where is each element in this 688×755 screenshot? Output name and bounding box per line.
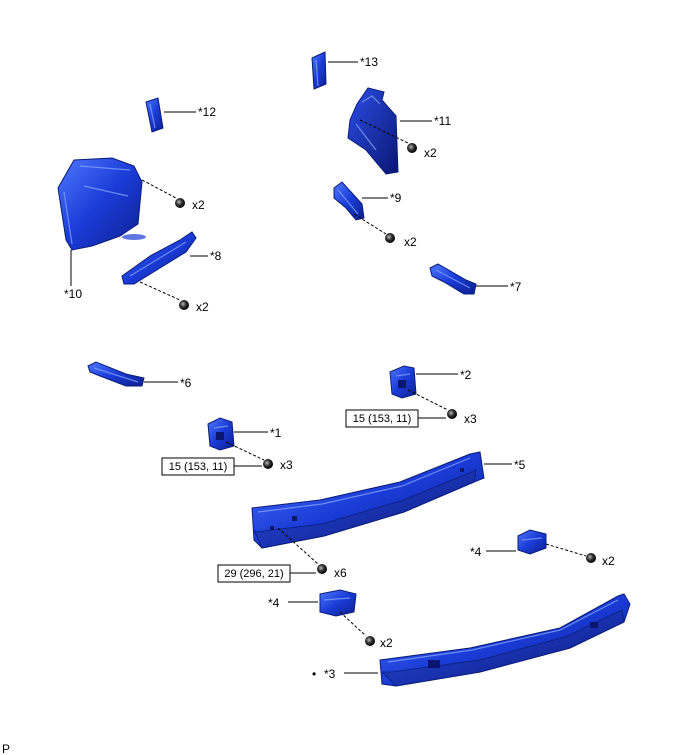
dash-9 [353, 213, 387, 235]
dash-8 [139, 281, 181, 301]
torque-1: 15 (153, 11) [169, 461, 228, 473]
bolt-2 [447, 409, 457, 419]
part-3-energy-absorber [379, 593, 631, 687]
part-13-bracket [311, 51, 327, 90]
qty-5: x6 [334, 566, 347, 580]
torque-5: 29 (296, 21) [224, 568, 283, 580]
qty-1: x3 [280, 458, 293, 472]
bolt-10 [175, 198, 185, 208]
part-4-bracket-left [319, 589, 357, 617]
torque-2: 15 (153, 11) [353, 413, 412, 425]
label-9: *9 [390, 191, 402, 205]
part-7-bracket [429, 263, 477, 295]
label-4a: *4 [470, 545, 482, 559]
dash-5 [277, 527, 319, 565]
dash-10 [141, 179, 177, 199]
bolt-4b [365, 636, 375, 646]
label-8: *8 [210, 249, 222, 263]
qty-2: x3 [464, 412, 477, 426]
qty-8: x2 [196, 300, 209, 314]
part-2-bracket [389, 365, 417, 399]
dash-4b [339, 611, 367, 637]
label-12: *12 [198, 105, 216, 119]
label-2: *2 [460, 368, 472, 382]
label-11: *11 [434, 114, 451, 128]
dash-11 [359, 119, 411, 145]
bolt-11 [407, 143, 417, 153]
part-10-corner-cover [57, 157, 146, 251]
part-9-bracket [333, 181, 365, 221]
label-1: *1 [270, 426, 282, 440]
qty-10: x2 [192, 198, 205, 212]
label-13: *13 [360, 55, 378, 69]
dash-1 [225, 441, 265, 461]
mark-3: • [312, 667, 316, 681]
label-3: *3 [324, 667, 336, 681]
part-11-bracket [347, 87, 399, 175]
bolt-4a [586, 553, 596, 563]
label-5: *5 [514, 458, 526, 472]
corner-mark: P [2, 742, 10, 755]
label-4b: *4 [268, 596, 280, 610]
qty-11: x2 [424, 146, 437, 160]
qty-4b: x2 [380, 636, 393, 650]
dash-2 [407, 389, 449, 411]
part-4-bracket-right [517, 529, 547, 555]
part-6-bracket [87, 361, 145, 387]
bolt-8 [179, 300, 189, 310]
label-10: *10 [64, 287, 82, 301]
part-8-bracket [121, 231, 197, 285]
part-12-bracket [145, 97, 164, 133]
label-6: *6 [180, 376, 192, 390]
bolt-1 [263, 459, 273, 469]
qty-4a: x2 [602, 554, 615, 568]
bolt-5 [317, 564, 327, 574]
label-7: *7 [510, 280, 522, 294]
qty-9: x2 [404, 235, 417, 249]
part-1-bracket [207, 417, 235, 451]
dash-4a [545, 543, 587, 557]
bolt-9 [385, 233, 395, 243]
